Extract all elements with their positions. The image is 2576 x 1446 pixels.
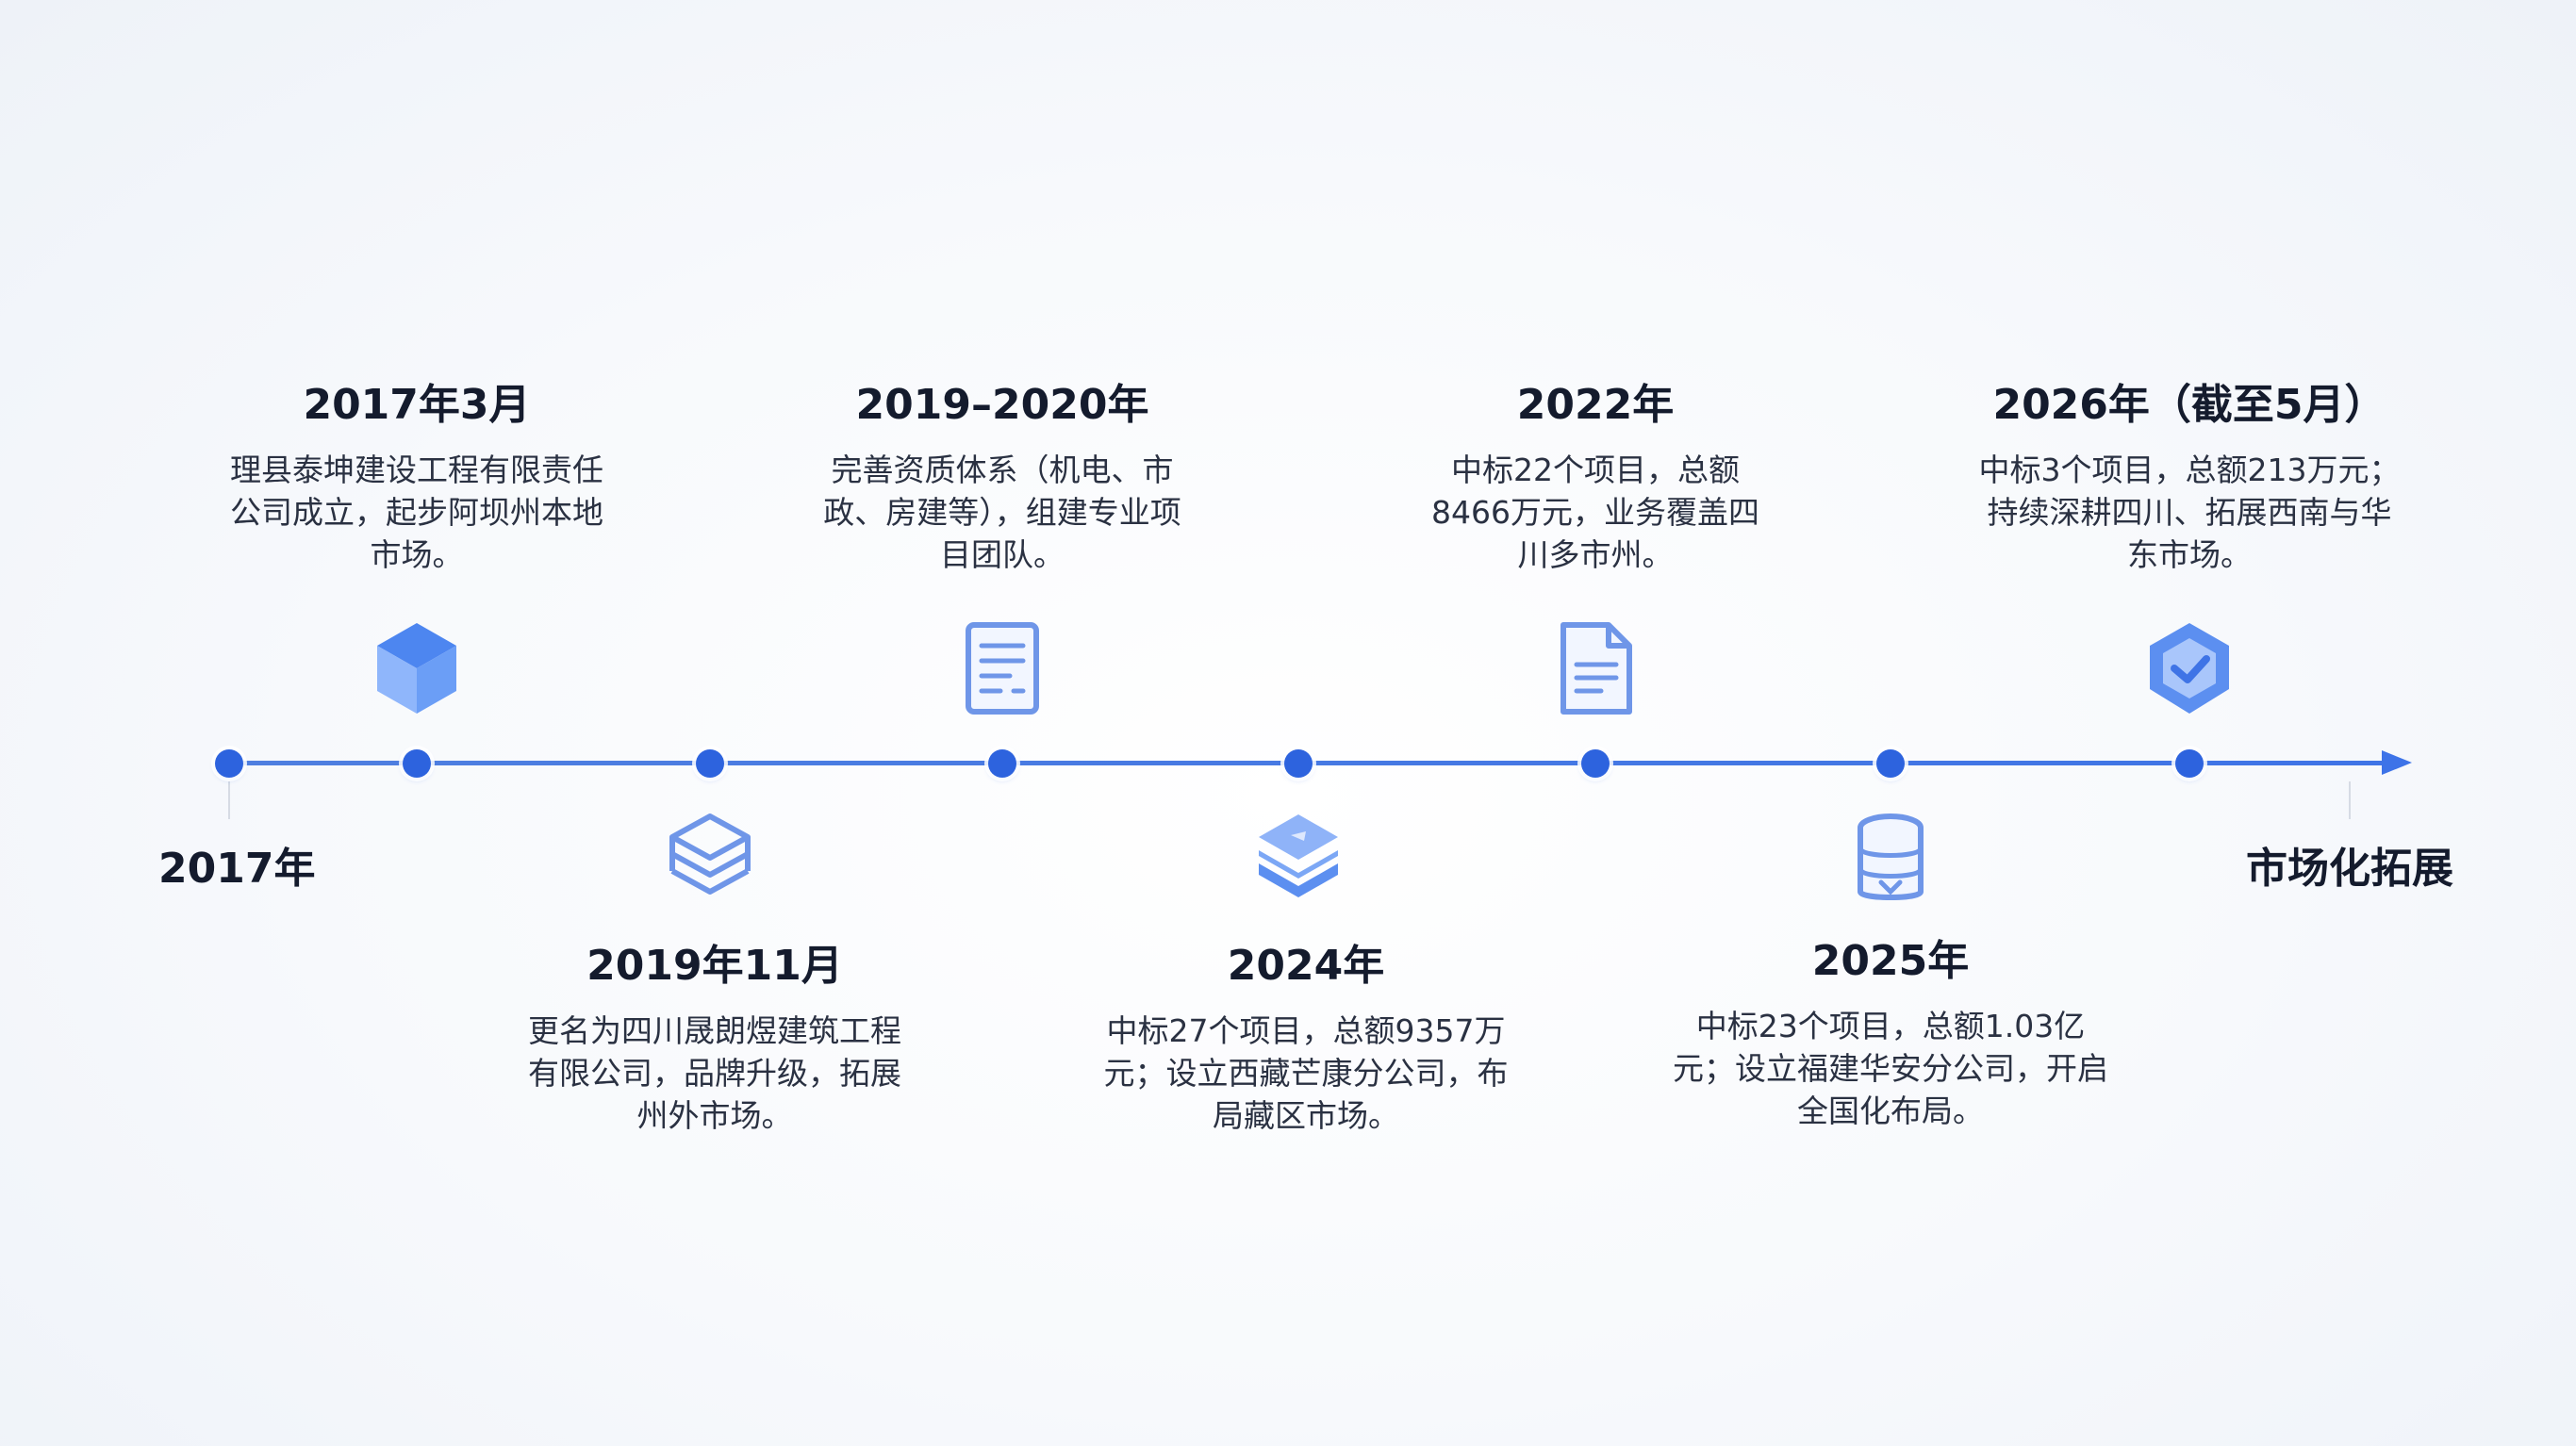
milestone-dot-5	[1581, 749, 1610, 778]
milestone-year: 2019年11月	[586, 942, 843, 990]
database-icon	[1845, 809, 1936, 911]
start-dot	[215, 749, 243, 778]
milestone-desc: 中标23个项目，总额1.03亿元；设立福建华安分公司，开启全国化布局。	[1673, 1008, 2108, 1129]
cube-icon	[372, 617, 462, 719]
axis-end-label: 市场化拓展	[2246, 845, 2453, 893]
milestone-desc: 更名为四川晟朗煜建筑工程有限公司，品牌升级，拓展州外市场。	[528, 1012, 901, 1134]
milestone-year: 2017年3月	[303, 381, 531, 429]
milestone-dot-3	[988, 749, 1016, 778]
milestone-desc: 中标22个项目，总额8466万元，业务覆盖四川多市州。	[1431, 452, 1759, 573]
milestone-2022: 2022年 中标22个项目，总额8466万元，业务覆盖四川多市州。	[1374, 377, 1817, 576]
milestone-desc: 中标27个项目，总额9357万元；设立西藏芒康分公司，布局藏区市场。	[1103, 1012, 1509, 1134]
milestone-year: 2019–2020年	[855, 381, 1149, 429]
axis-start-label: 2017年	[158, 845, 316, 893]
milestone-2019-11: 2019年11月 更名为四川晟朗煜建筑工程有限公司，品牌升级，拓展州外市场。	[493, 938, 936, 1137]
start-tick	[228, 781, 230, 819]
end-tick	[2349, 781, 2351, 819]
milestone-dot-1	[403, 749, 431, 778]
stack-layers-icon	[1253, 809, 1344, 911]
milestone-dot-4	[1284, 749, 1313, 778]
milestone-dot-6	[1876, 749, 1905, 778]
milestone-desc: 完善资质体系（机电、市政、房建等），组建专业项目团队。	[823, 452, 1181, 573]
milestone-desc: 理县泰坤建设工程有限责任公司成立，起步阿坝州本地市场。	[230, 452, 603, 573]
milestone-2019-2020: 2019–2020年 完善资质体系（机电、市政、房建等），组建专业项目团队。	[781, 377, 1224, 576]
milestone-2017-03: 2017年3月 理县泰坤建设工程有限责任公司成立，起步阿坝州本地市场。	[195, 377, 638, 576]
file-icon	[1550, 617, 1641, 719]
milestone-year: 2022年	[1516, 381, 1675, 429]
milestone-year: 2024年	[1227, 942, 1385, 990]
milestone-year: 2025年	[1811, 937, 1970, 985]
milestone-2024: 2024年 中标27个项目，总额9357万元；设立西藏芒康分公司，布局藏区市场。	[1084, 938, 1527, 1137]
milestone-2026: 2026年（截至5月） 中标3个项目，总额213万元；持续深耕四川、拓展西南与华…	[1968, 377, 2411, 576]
timeline-axis	[229, 761, 2398, 765]
layers-box-icon	[665, 809, 755, 911]
milestone-2025: 2025年 中标23个项目，总额1.03亿元；设立福建华安分公司，开启全国化布局…	[1669, 933, 2112, 1132]
milestone-dot-7	[2175, 749, 2204, 778]
milestone-desc: 中标3个项目，总额213万元；持续深耕四川、拓展西南与华东市场。	[1978, 452, 2401, 573]
axis-arrow-icon	[2382, 750, 2412, 775]
shield-check-icon	[2144, 617, 2235, 719]
milestone-dot-2	[696, 749, 724, 778]
document-icon	[957, 617, 1048, 719]
milestone-year: 2026年（截至5月）	[1992, 381, 2386, 429]
